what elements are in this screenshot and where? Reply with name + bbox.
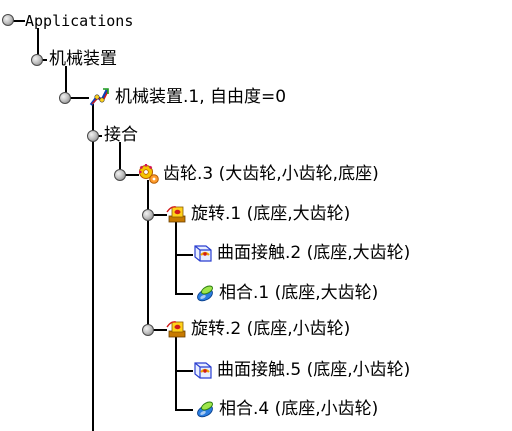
gear-joint-icon[interactable] (138, 163, 160, 185)
tree-item-coincidence-1[interactable]: 相合.1 (底座,大齿轮) (219, 283, 379, 303)
tree-connector-line (65, 66, 67, 98)
tree-node-knob[interactable] (142, 324, 154, 336)
tree-connector-line (175, 293, 193, 295)
tree-item-mechanisms[interactable]: 机械装置 (49, 49, 117, 69)
tree-connector-line (175, 254, 193, 256)
tree-connector-line (65, 97, 89, 99)
tree-connector-line (175, 370, 193, 372)
tree-connector-line (147, 180, 149, 330)
tree-connector-line (175, 409, 193, 411)
coincidence-icon[interactable] (194, 282, 216, 304)
surface-contact-icon[interactable] (192, 359, 214, 381)
revolute-joint-icon[interactable] (166, 203, 188, 225)
coincidence-icon[interactable] (194, 398, 216, 420)
tree-connector-line (37, 28, 39, 60)
revolute-joint-icon[interactable] (166, 318, 188, 340)
surface-contact-icon[interactable] (192, 242, 214, 264)
tree-item-surface-contact-2[interactable]: 曲面接触.2 (底座,大齿轮) (217, 243, 411, 263)
tree-item-joints[interactable]: 接合 (104, 125, 138, 145)
tree-item-surface-contact-5[interactable]: 曲面接触.5 (底座,小齿轮) (217, 360, 411, 380)
tree-item-gear-3[interactable]: 齿轮.3 (大齿轮,小齿轮,底座) (163, 164, 379, 184)
tree-item-coincidence-4[interactable]: 相合.4 (底座,小齿轮) (219, 399, 379, 419)
tree-item-revolute-1[interactable]: 旋转.1 (底座,大齿轮) (191, 204, 351, 224)
tree-connector-line (175, 219, 177, 294)
tree-node-knob[interactable] (87, 130, 99, 142)
tree-node-knob[interactable] (142, 209, 154, 221)
tree-item-mechanism-1[interactable]: 机械装置.1, 自由度=0 (115, 87, 287, 107)
tree-connector-line (119, 142, 121, 175)
tree-node-knob[interactable] (2, 14, 14, 26)
tree-node-knob[interactable] (31, 54, 43, 66)
tree-item-applications[interactable]: Applications (25, 12, 134, 30)
tree-node-knob[interactable] (59, 92, 71, 104)
tree-connector-line (119, 174, 139, 176)
mechanism-icon[interactable] (88, 86, 110, 108)
tree-connector-line (147, 329, 167, 331)
tree-connector-line (92, 104, 94, 431)
tree-item-revolute-2[interactable]: 旋转.2 (底座,小齿轮) (191, 319, 351, 339)
tree-node-knob[interactable] (114, 169, 126, 181)
tree-connector-line (147, 214, 167, 216)
tree-connector-line (13, 20, 25, 22)
